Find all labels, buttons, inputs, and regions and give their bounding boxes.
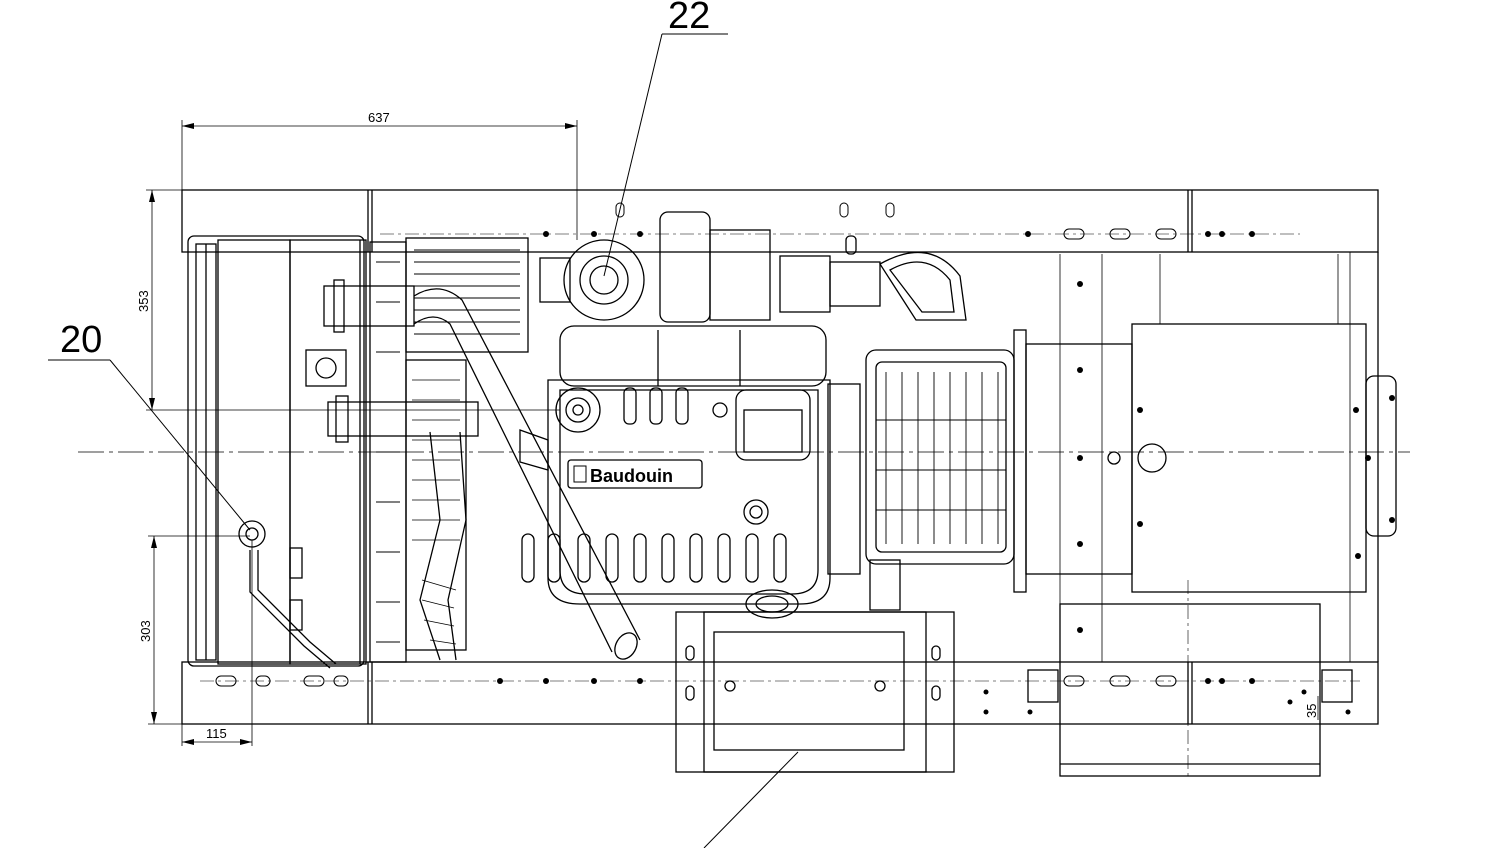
engine-nameplate xyxy=(567,459,703,489)
air-filter-grille xyxy=(405,237,529,651)
alternator xyxy=(1025,254,1397,780)
callout-leaders xyxy=(48,33,799,849)
top-skid-rail xyxy=(181,189,1379,253)
dimension-303: 303 xyxy=(138,620,153,642)
callout-22: 22 xyxy=(668,0,710,37)
control-box-mount xyxy=(1027,603,1353,777)
battery-tray xyxy=(675,611,955,773)
engine-block xyxy=(521,325,861,619)
bottom-skid-rail xyxy=(181,661,1379,725)
dimension-lines xyxy=(146,120,1319,746)
turbocharger xyxy=(539,211,967,323)
dimension-35: 35 xyxy=(1304,704,1319,718)
radiator xyxy=(187,235,407,669)
coolant-hoses xyxy=(323,279,641,661)
dimension-arrows xyxy=(149,123,577,745)
dimension-115: 115 xyxy=(206,726,227,741)
base-frame xyxy=(181,189,1379,725)
flywheel-guard xyxy=(865,329,1027,611)
dimension-353: 353 xyxy=(136,290,151,312)
dimension-637: 637 xyxy=(368,110,390,125)
callout-20: 20 xyxy=(60,319,102,361)
engine-logo: Baudouin xyxy=(590,466,673,486)
